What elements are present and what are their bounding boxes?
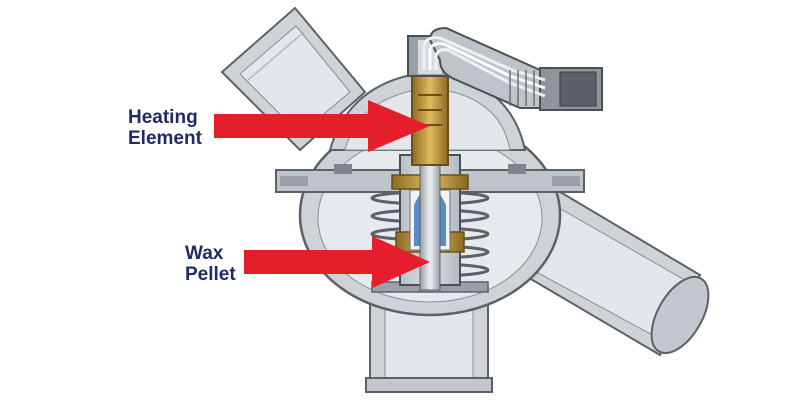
electrical-connector <box>422 26 603 111</box>
arrow-heating-element <box>214 100 430 152</box>
label-heating-line1: Heating <box>128 107 198 128</box>
label-wax-pellet: Wax Pellet <box>185 243 236 285</box>
label-wax-line1: Wax <box>185 243 224 264</box>
label-heating-element: Heating Element <box>128 107 202 149</box>
label-wax-line2: Pellet <box>185 264 236 285</box>
arrow-wax-pellet <box>244 236 430 288</box>
label-heating-line2: Element <box>128 128 202 149</box>
